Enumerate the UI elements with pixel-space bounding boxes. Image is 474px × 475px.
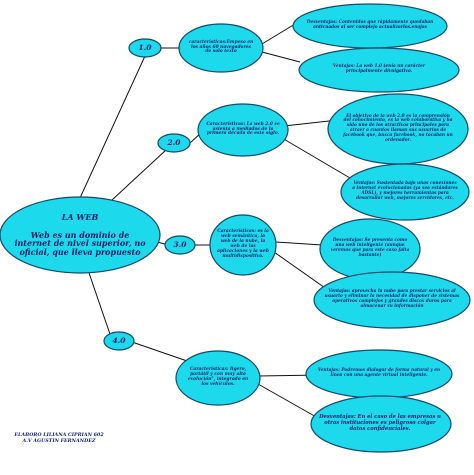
version-node-3 [164, 235, 196, 255]
characteristics-text-1: características:Empeso en los años 60 na… [188, 39, 254, 55]
version-label-4: 4.0 [112, 335, 126, 345]
detail-text-7: Ventajas: Podremos dialogar de forma nat… [317, 368, 441, 378]
edge-root-4 [87, 269, 113, 341]
detail-text-1: Desventajas: Contenidos que rápidamente … [306, 20, 434, 30]
detail-node-6 [313, 271, 471, 329]
detail-node-2 [298, 47, 460, 93]
edge-root-1 [79, 55, 146, 199]
root-description: Web es un dominio de internet de nivel s… [14, 229, 146, 257]
version-label-2: 2.0 [167, 137, 181, 147]
edge-4-char [131, 341, 191, 363]
detail-text-4: Ventajas: Sustentada bajo unas conexione… [352, 181, 458, 201]
characteristics-node-4 [175, 350, 261, 406]
author-credits: ELABORO LILIANA CIPRIAN 602 A.V AGUSTIN … [14, 432, 104, 444]
edge-char2-d3 [283, 119, 339, 127]
detail-text-3: El objetivo de la web 2.0 es la comprens… [343, 113, 453, 143]
edge-char2-d4 [281, 137, 351, 179]
version-node-4 [103, 331, 135, 351]
characteristics-text-2: Características: La web 2.0 se asienta a… [206, 121, 280, 137]
detail-text-8: Desventajas: En el caso de las empresas … [319, 414, 441, 432]
version-label-3: 3.0 [173, 239, 187, 249]
edge-char1-d1 [261, 23, 296, 45]
characteristics-text-4: Características: ligero, portátil y con … [187, 367, 249, 387]
edge-root-2 [111, 149, 167, 201]
edge-char3-d6 [273, 251, 329, 291]
detail-node-4 [340, 163, 470, 221]
version-label-1: 1.0 [138, 42, 152, 52]
detail-node-8 [310, 395, 452, 453]
version-node-1 [128, 38, 162, 58]
root-title: LA WEB [61, 213, 99, 222]
detail-text-6: Ventajas: aprovecha la nube para prestar… [324, 289, 460, 309]
detail-text-5: Desventajas: Se presenta como una web in… [330, 238, 410, 258]
root-node-text: LA WEB Web es un dominio de internet de … [14, 213, 146, 257]
edge-char1-d2 [261, 51, 301, 63]
version-node-2 [157, 133, 191, 153]
characteristics-text-3: Características: es la web semántica, la… [217, 229, 269, 259]
characteristics-node-2 [197, 103, 289, 157]
edge-char4-d8 [257, 383, 319, 419]
edge-char3-d5 [275, 241, 323, 246]
connector-lines [79, 23, 351, 419]
root-node [0, 196, 161, 274]
characteristics-node-1 [178, 23, 264, 73]
detail-text-2: Ventajas: La web 1.0 tenía un carácter p… [332, 64, 426, 74]
characteristics-node-3 [209, 214, 277, 276]
